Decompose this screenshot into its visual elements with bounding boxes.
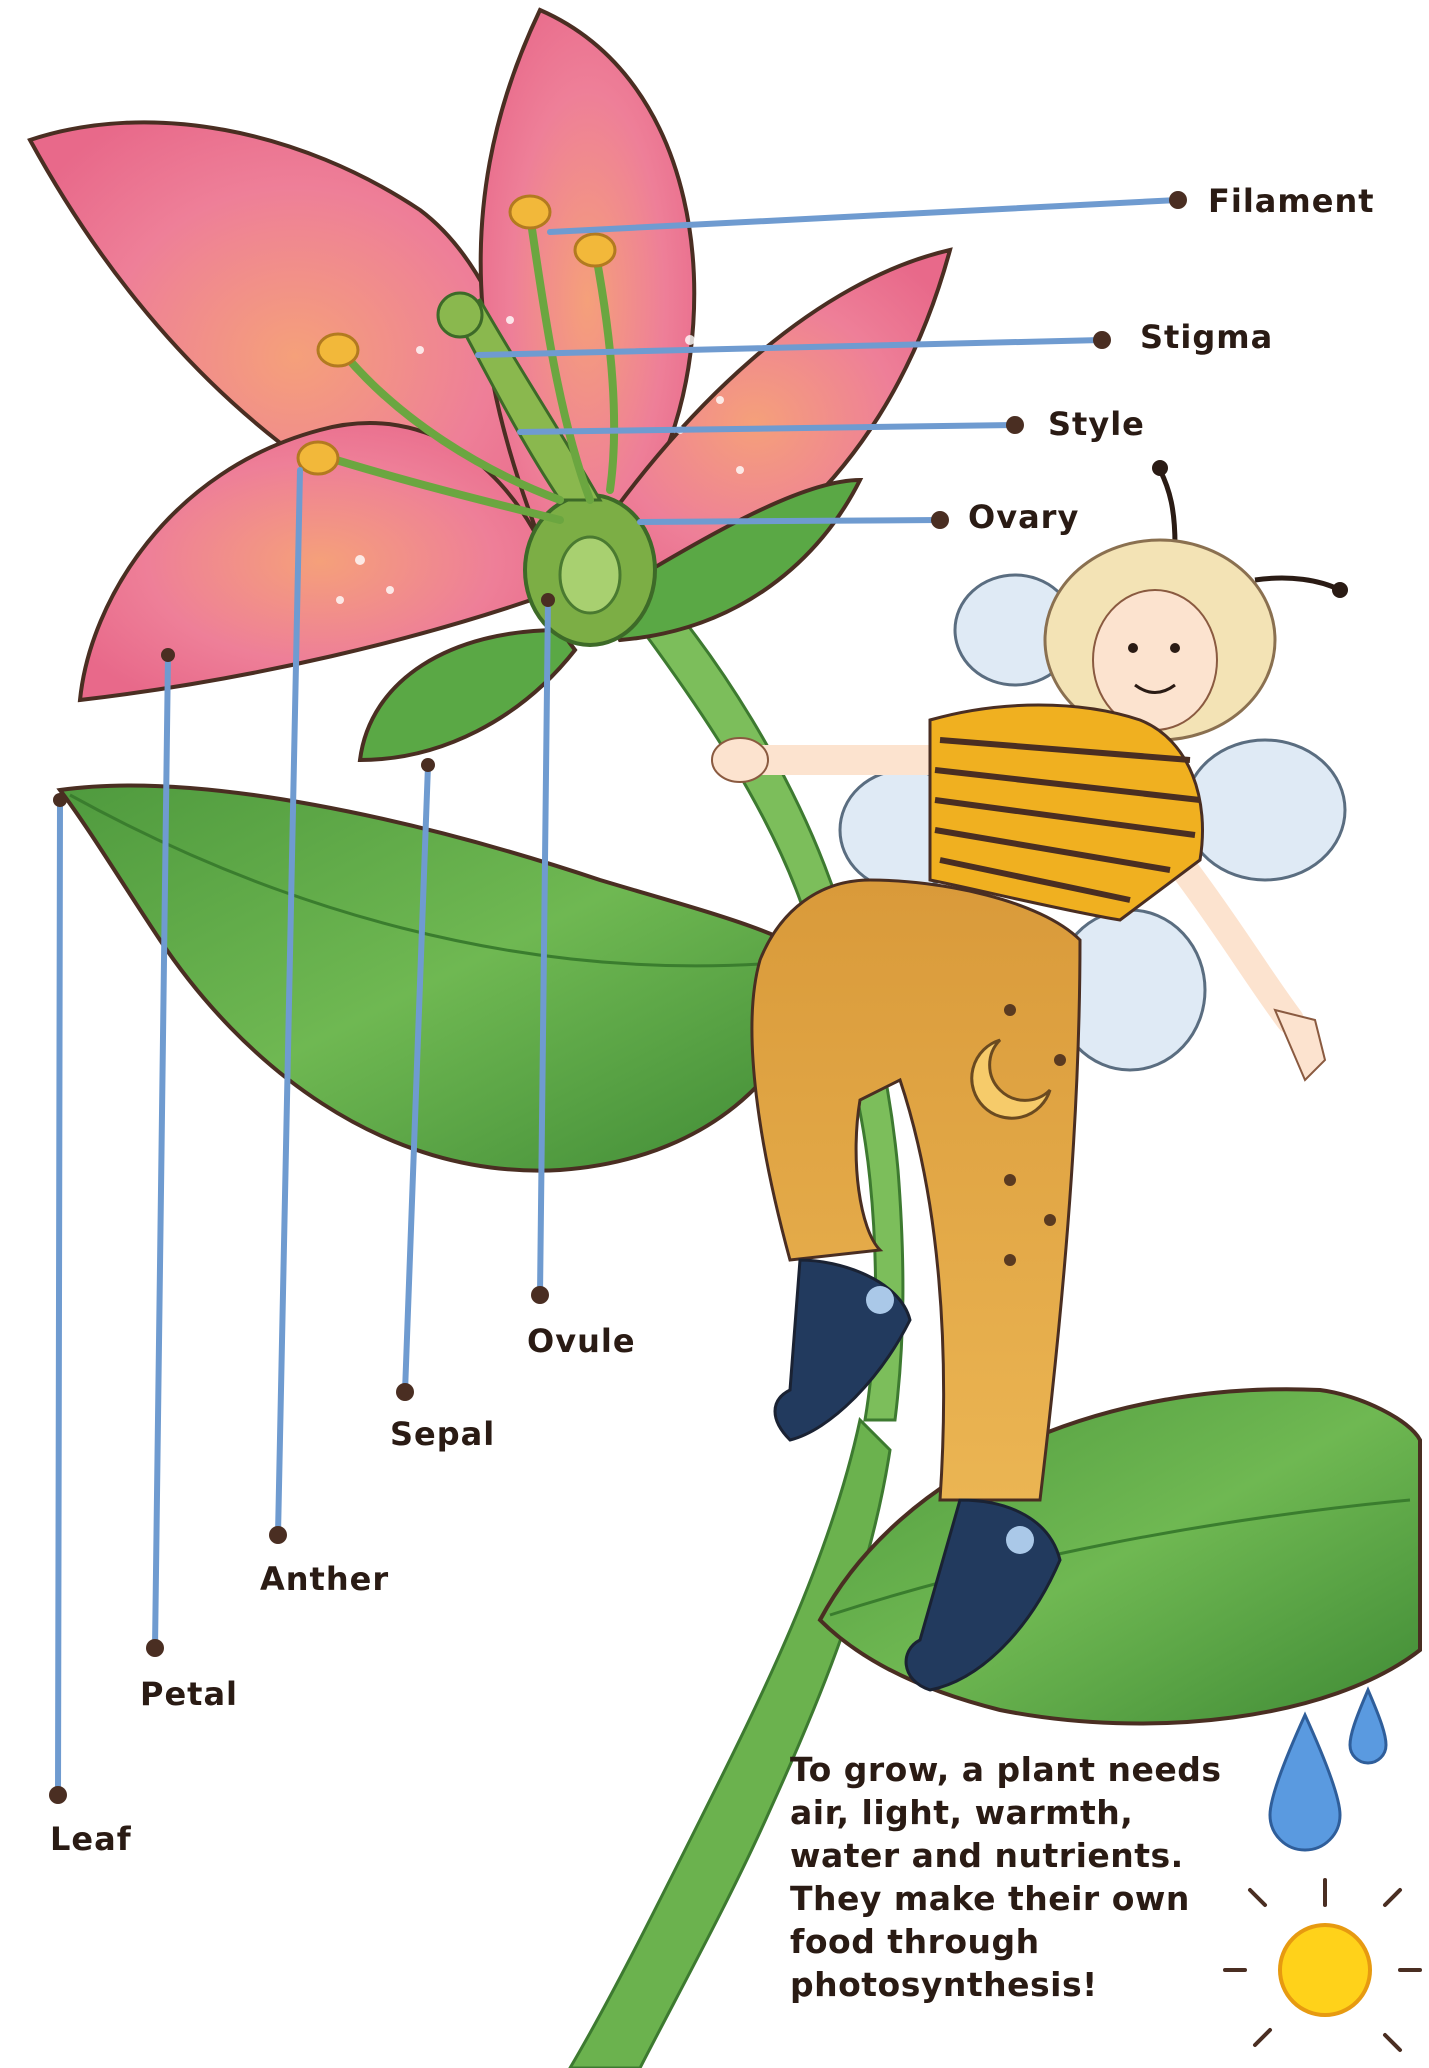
- middle-leaf: [60, 786, 820, 1171]
- label-sepal: Sepal: [390, 1415, 495, 1453]
- label-ovule: Ovule: [527, 1322, 636, 1360]
- label-stigma: Stigma: [1140, 318, 1273, 356]
- photosynthesis-note: To grow, a plant needs air, light, warmt…: [790, 1748, 1250, 2006]
- water-drops-icon: [1270, 1690, 1386, 1850]
- label-style: Style: [1048, 405, 1145, 443]
- label-anther: Anther: [260, 1560, 389, 1598]
- label-filament: Filament: [1208, 182, 1375, 220]
- label-leaf: Leaf: [50, 1820, 132, 1858]
- label-ovary: Ovary: [968, 498, 1079, 536]
- label-petal: Petal: [140, 1675, 238, 1713]
- sun-icon: [1225, 1880, 1420, 2050]
